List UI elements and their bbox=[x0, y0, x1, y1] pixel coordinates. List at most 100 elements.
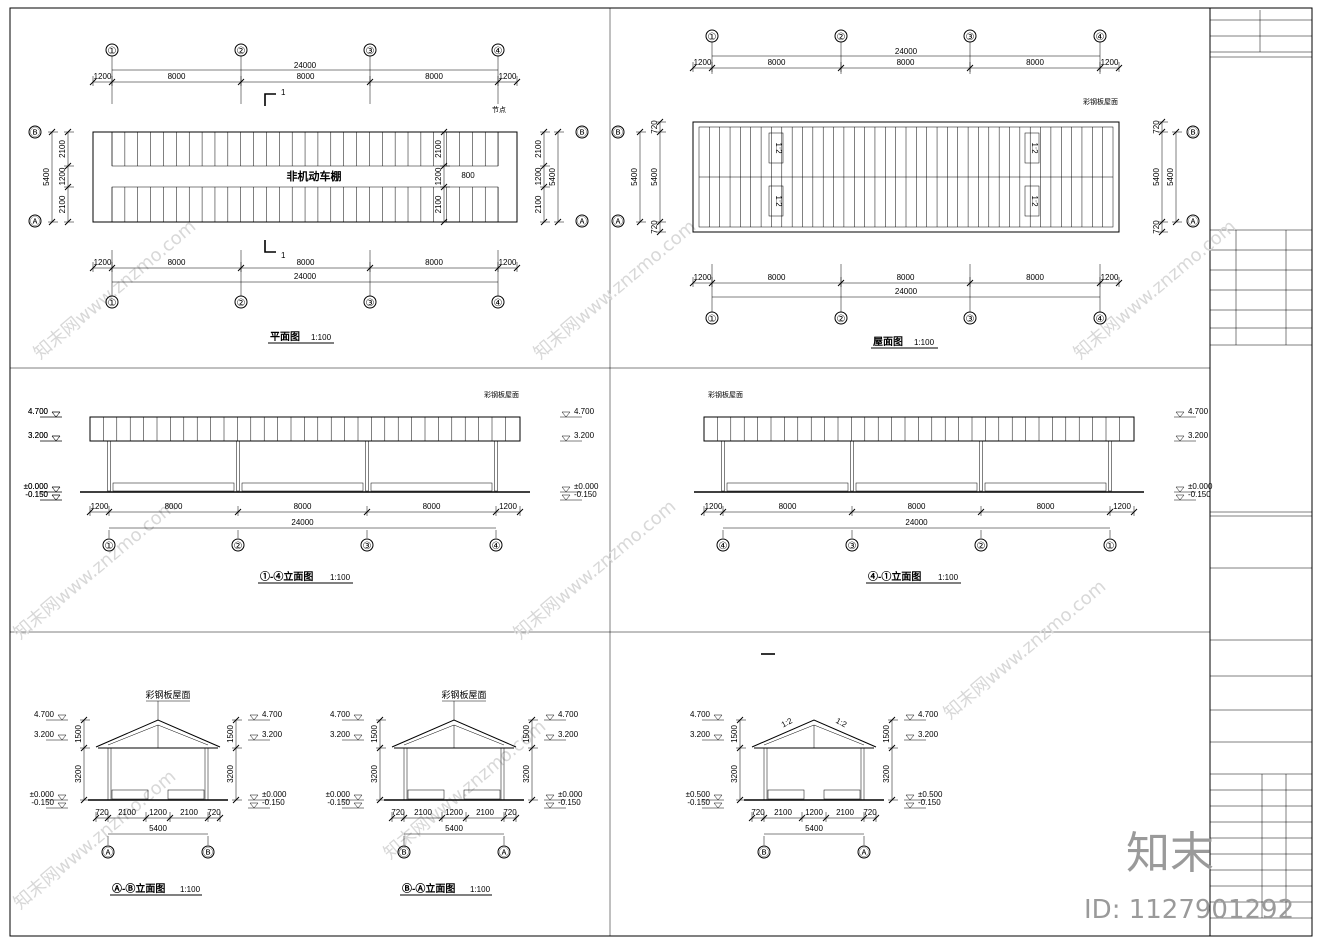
plan-vdim-left-tick-2 bbox=[64, 183, 72, 191]
section-vdim-r-label-0: 1500 bbox=[882, 725, 891, 743]
front-level-base-r-label: -0.150 bbox=[574, 490, 597, 499]
roof-bays-bottom-tick-1 bbox=[708, 279, 716, 287]
side2-axis-l-label: Ⓑ bbox=[399, 847, 409, 859]
front-level-eave-r-label: 3.200 bbox=[574, 431, 595, 440]
plan-vdim-left-tick-1 bbox=[64, 162, 72, 170]
plan-row-right-a-circle bbox=[575, 214, 589, 228]
section-level-top-r-label: 4.700 bbox=[918, 710, 939, 719]
roof-caption: 屋面图 bbox=[873, 336, 903, 348]
side2-hdim-tick-5 bbox=[512, 814, 520, 822]
roof-bays-bottom-label-1: 8000 bbox=[768, 273, 786, 282]
plan-total-bottom: 24000 bbox=[294, 272, 317, 281]
front-column-3 bbox=[494, 440, 498, 492]
side1-hdim-label-3: 2100 bbox=[180, 808, 198, 817]
roof-vdim-left-label-1: 5400 bbox=[650, 168, 659, 186]
front-axis-2-label: ③ bbox=[363, 541, 372, 552]
front-bays-tick-3 bbox=[363, 508, 371, 516]
side1-vdim-r-label-0: 1500 bbox=[226, 725, 235, 743]
back-elevation: 4.7003.200±0.000-0.1504.7003.200±0.000-0… bbox=[24, 390, 1213, 584]
side1-level-base-l-mark bbox=[57, 802, 67, 809]
roof-axis-bottom-1-label: ② bbox=[837, 314, 846, 325]
title-block bbox=[1210, 10, 1312, 919]
front-roof-fascia bbox=[89, 416, 521, 442]
section-level-eave-l-mark bbox=[713, 734, 723, 741]
roof-bays-top-tick-3 bbox=[966, 64, 974, 72]
section-level-base-l-label: -0.150 bbox=[687, 798, 710, 807]
section-level-ground-l-mark bbox=[713, 794, 723, 801]
front-column-2 bbox=[365, 440, 369, 492]
section-level-top-r-mark bbox=[905, 714, 915, 721]
side1-vdim-l-label-1: 3200 bbox=[74, 765, 83, 783]
roof-vtotal-right-tick-0 bbox=[1172, 128, 1180, 136]
side1-hdim-label-1: 2100 bbox=[118, 808, 136, 817]
roof-outline bbox=[692, 121, 1120, 233]
section-vdim-r-tick-2 bbox=[888, 796, 896, 804]
side1-level-ground-l-label: ±0.000 bbox=[30, 790, 55, 799]
side1-scale: 1:100 bbox=[180, 885, 201, 894]
back-level-top-r-mark bbox=[1175, 411, 1185, 418]
plan-axis-bottom-0-label: ① bbox=[108, 298, 117, 309]
section-level-base-r-mark bbox=[905, 802, 915, 809]
section-cut-number-top: 1 bbox=[281, 88, 286, 97]
front-level-ground-l-label: ±0.000 bbox=[24, 482, 49, 491]
front-rack-1 bbox=[241, 482, 364, 492]
side2-vdim-l-tick-1 bbox=[376, 744, 384, 752]
roof-bays-top-tick-1 bbox=[708, 64, 716, 72]
side2-level-top-l-mark bbox=[353, 714, 363, 721]
roof-vdim-left-label-2: 720 bbox=[650, 220, 659, 234]
back-axis-1-circle bbox=[845, 538, 859, 552]
front-axis-2-circle bbox=[360, 538, 374, 552]
roof-row-right-b-label: Ⓑ bbox=[1188, 127, 1198, 139]
side2-level-base-r-label: -0.150 bbox=[558, 798, 581, 807]
side1-level-ground-l-mark bbox=[57, 794, 67, 801]
plan-bays-top-label-4: 1200 bbox=[499, 72, 517, 81]
section-vdim-r-label-1: 3200 bbox=[882, 765, 891, 783]
section-total: 5400 bbox=[805, 824, 823, 833]
roof-axis-top-2-label: ③ bbox=[966, 32, 975, 43]
roof-axis-top-3-label: ④ bbox=[1096, 32, 1105, 43]
section-hdim-label-1: 2100 bbox=[774, 808, 792, 817]
section-column-l bbox=[763, 747, 768, 801]
back-caption: ④-①立面图 bbox=[868, 570, 921, 583]
plan-vtotal-left-tick-1 bbox=[48, 218, 56, 226]
front-bays-label-2: 8000 bbox=[294, 502, 312, 511]
side1-vdim-l-tick-0 bbox=[80, 716, 88, 724]
section-hdim-tick-4 bbox=[860, 814, 868, 822]
side1-vdim-l-label-0: 1500 bbox=[74, 725, 83, 743]
roof-vdim-right-label-2: 720 bbox=[1152, 220, 1161, 234]
back-column-0 bbox=[721, 440, 725, 492]
plan-vtotal-right-tick-1 bbox=[554, 218, 562, 226]
back-scale: 1:100 bbox=[938, 573, 959, 582]
roof-bays-bottom-label-2: 8000 bbox=[897, 273, 915, 282]
front-rack-2 bbox=[370, 482, 493, 492]
side2-vdim-l-tick-0 bbox=[376, 716, 384, 724]
side1-level-eave-r-mark bbox=[249, 734, 259, 741]
section-cut-number-bottom: 1 bbox=[281, 251, 286, 260]
plan-row-left-a-label: Ⓐ bbox=[30, 216, 40, 228]
back-level-top-r-label: 4.700 bbox=[1188, 407, 1209, 416]
side2-column-l bbox=[403, 747, 408, 801]
side2-level-ground-l-label: ±0.000 bbox=[326, 790, 351, 799]
plan-bays-top-label-0: 1200 bbox=[94, 72, 112, 81]
section-slope-r: 1:2 bbox=[834, 716, 849, 729]
roof-bays-bottom-tick-5 bbox=[1115, 279, 1123, 287]
back-axis-1-label: ③ bbox=[848, 541, 857, 552]
roof-slope-box-4 bbox=[1024, 185, 1040, 217]
roof-bays-top-tick-5 bbox=[1115, 64, 1123, 72]
plan-axis-top-0-label: ① bbox=[108, 46, 117, 57]
section-axis-r-circle bbox=[857, 845, 871, 859]
front-total: 24000 bbox=[291, 518, 314, 527]
side2-hdim-label-1: 2100 bbox=[414, 808, 432, 817]
side2-total: 5400 bbox=[445, 824, 463, 833]
plan-vtotal-left-tick-0 bbox=[48, 128, 56, 136]
plan-vdim-right-label-1: 1200 bbox=[534, 167, 543, 185]
back-level-base-l-mark bbox=[51, 494, 61, 501]
side2-level-top-r-mark bbox=[545, 714, 555, 721]
plan-vdim-inner-label-1: 1200 bbox=[434, 167, 443, 185]
side1-vdim-l-tick-1 bbox=[80, 744, 88, 752]
side1-roof-note: 彩钢板屋面 bbox=[145, 689, 190, 700]
back-axis-2-label: ② bbox=[977, 541, 986, 552]
back-axis-0-circle bbox=[716, 538, 730, 552]
